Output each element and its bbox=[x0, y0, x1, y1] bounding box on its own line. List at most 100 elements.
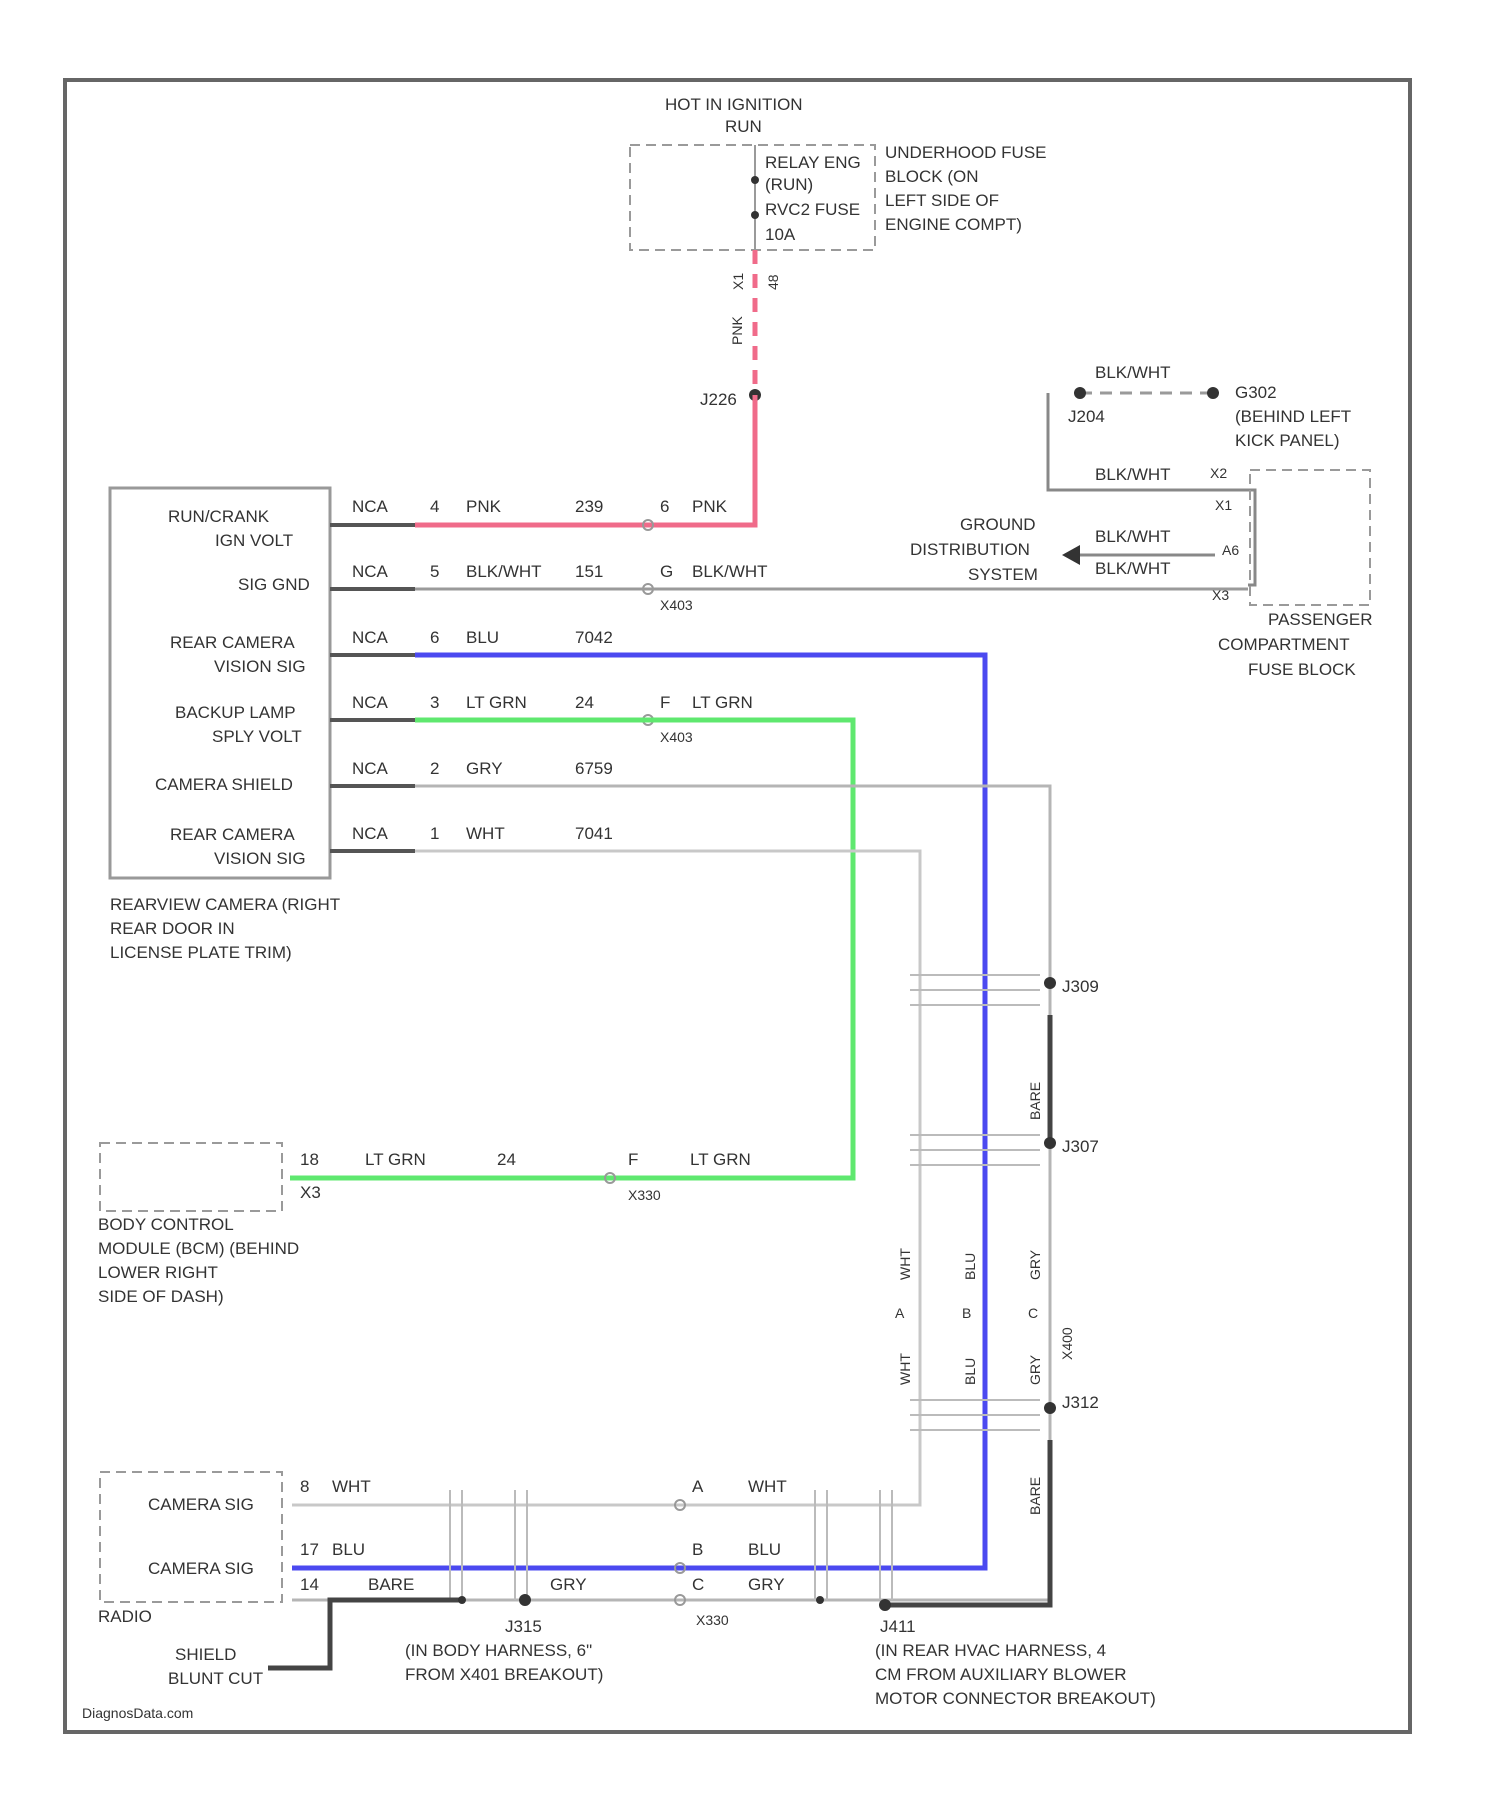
camera-pin-3-label-1: REAR CAMERA bbox=[170, 633, 295, 652]
ground-pin-x2: X2 bbox=[1210, 465, 1227, 481]
svg-text:6: 6 bbox=[660, 497, 669, 516]
wire-gray-shield bbox=[415, 786, 1050, 1015]
splice-j312: J312 bbox=[1062, 1393, 1099, 1412]
svg-text:PNK: PNK bbox=[466, 497, 502, 516]
pfb-2: COMPARTMENT bbox=[1218, 635, 1350, 654]
radio-pin-2-label: CAMERA SIG bbox=[148, 1559, 254, 1578]
camera-name-1: REARVIEW CAMERA (RIGHT bbox=[110, 895, 340, 914]
svg-text:24: 24 bbox=[497, 1150, 516, 1169]
bcm-box bbox=[100, 1143, 282, 1211]
wire-gray-radio bbox=[292, 1015, 1050, 1600]
radio-box bbox=[100, 1472, 282, 1602]
bcm-name-3: LOWER RIGHT bbox=[98, 1263, 218, 1282]
fuse-pin: X1 bbox=[730, 273, 746, 290]
svg-text:8: 8 bbox=[300, 1477, 309, 1496]
blu-upper: BLU bbox=[962, 1253, 978, 1280]
svg-text:A: A bbox=[692, 1477, 704, 1496]
wire-blue bbox=[292, 655, 985, 1568]
camera-pin-1-label-2: IGN VOLT bbox=[215, 531, 293, 550]
svg-text:NCA: NCA bbox=[352, 497, 389, 516]
fuse-location-4: ENGINE COMPT) bbox=[885, 215, 1022, 234]
svg-text:WHT: WHT bbox=[748, 1477, 787, 1496]
splice-j411-2: (IN REAR HVAC HARNESS, 4 bbox=[875, 1641, 1106, 1660]
splice-j309: J309 bbox=[1062, 977, 1099, 996]
wire-green bbox=[290, 720, 853, 1178]
camera-pin-2-label: SIG GND bbox=[238, 575, 310, 594]
fuse-pin-b: 48 bbox=[765, 274, 781, 290]
svg-text:B: B bbox=[692, 1540, 703, 1559]
svg-text:NCA: NCA bbox=[352, 824, 389, 843]
fuse-wire-color: PNK bbox=[729, 316, 745, 345]
conn-vert: X400 bbox=[1059, 1327, 1075, 1360]
svg-text:NCA: NCA bbox=[352, 759, 389, 778]
svg-text:NCA: NCA bbox=[352, 562, 389, 581]
svg-text:WHT: WHT bbox=[466, 824, 505, 843]
svg-text:24: 24 bbox=[575, 693, 594, 712]
gds-2: DISTRIBUTION bbox=[910, 540, 1030, 559]
svg-text:GRY: GRY bbox=[748, 1575, 785, 1594]
pfb-box bbox=[1250, 470, 1370, 605]
svg-text:18: 18 bbox=[300, 1150, 319, 1169]
svg-text:G: G bbox=[660, 562, 673, 581]
svg-text:7042: 7042 bbox=[575, 628, 613, 647]
camera-pin-1-label-1: RUN/CRANK bbox=[168, 507, 270, 526]
svg-text:GRY: GRY bbox=[466, 759, 503, 778]
pin-wht: A bbox=[895, 1305, 905, 1321]
splice-j411-1: J411 bbox=[880, 1617, 916, 1636]
gds-1: GROUND bbox=[960, 515, 1036, 534]
shield-1: SHIELD bbox=[175, 1645, 236, 1664]
svg-text:6759: 6759 bbox=[575, 759, 613, 778]
ground-side-wire: BLK/WHT bbox=[1095, 465, 1171, 484]
ground-pin-a6: A6 bbox=[1222, 542, 1239, 558]
pin-gry: C bbox=[1028, 1305, 1038, 1321]
camera-pin-row-5: NCA 2 GRY 6759 bbox=[330, 759, 613, 786]
svg-text:3: 3 bbox=[430, 693, 439, 712]
splice-j226: J226 bbox=[700, 390, 737, 409]
camera-pin-4-label-1: BACKUP LAMP bbox=[175, 703, 296, 722]
pin-blu: B bbox=[962, 1305, 971, 1321]
svg-text:BLK/WHT: BLK/WHT bbox=[692, 562, 768, 581]
splice-j315-1: J315 bbox=[505, 1617, 542, 1636]
svg-text:BLU: BLU bbox=[332, 1540, 365, 1559]
watermark: DiagnosData.com bbox=[82, 1705, 193, 1721]
svg-text:BARE: BARE bbox=[368, 1575, 414, 1594]
gds-3: SYSTEM bbox=[968, 565, 1038, 584]
gry-upper: GRY bbox=[1027, 1249, 1043, 1280]
camera-pin-6-label-2: VISION SIG bbox=[214, 849, 306, 868]
splice-j312-dot bbox=[1044, 1402, 1056, 1414]
splice-j307: J307 bbox=[1062, 1137, 1099, 1156]
svg-text:14: 14 bbox=[300, 1575, 319, 1594]
camera-pin-4-label-2: SPLY VOLT bbox=[212, 727, 302, 746]
camera-pin-6-label-1: REAR CAMERA bbox=[170, 825, 295, 844]
fuse-location-2: BLOCK (ON bbox=[885, 167, 979, 186]
gry-lower: GRY bbox=[1027, 1354, 1043, 1385]
svg-text:BLU: BLU bbox=[748, 1540, 781, 1559]
svg-text:17: 17 bbox=[300, 1540, 319, 1559]
camera-pin-row-3: NCA 6 BLU 7042 bbox=[330, 628, 613, 655]
pfb-3: FUSE BLOCK bbox=[1248, 660, 1356, 679]
svg-text:NCA: NCA bbox=[352, 628, 389, 647]
camera-pin-row-6: NCA 1 WHT 7041 bbox=[330, 824, 613, 851]
svg-text:LT GRN: LT GRN bbox=[690, 1150, 751, 1169]
svg-text:LT GRN: LT GRN bbox=[365, 1150, 426, 1169]
camera-name-2: REAR DOOR IN bbox=[110, 919, 235, 938]
ground-top-wire: BLK/WHT bbox=[1095, 363, 1171, 382]
camera-pin-5-label: CAMERA SHIELD bbox=[155, 775, 293, 794]
svg-text:1: 1 bbox=[430, 824, 439, 843]
bcm-name-2: MODULE (BCM) (BEHIND bbox=[98, 1239, 299, 1258]
splice-j315-3: FROM X401 BREAKOUT) bbox=[405, 1665, 603, 1684]
svg-text:X403: X403 bbox=[660, 729, 693, 745]
top-supply-line2: RUN bbox=[725, 117, 762, 136]
svg-text:F: F bbox=[628, 1150, 638, 1169]
splice-j315-dot bbox=[519, 1594, 531, 1606]
ground-g302-2: (BEHIND LEFT bbox=[1235, 407, 1351, 426]
bcm-name-1: BODY CONTROL bbox=[98, 1215, 234, 1234]
ground-pin-x1: X1 bbox=[1215, 497, 1232, 513]
svg-text:4: 4 bbox=[430, 497, 439, 516]
ground-g302-1: G302 bbox=[1235, 383, 1277, 402]
splice-j411-dot bbox=[879, 1599, 891, 1611]
gds-wire2: BLK/WHT bbox=[1095, 559, 1171, 578]
radio-pin-1-label: CAMERA SIG bbox=[148, 1495, 254, 1514]
pfb-1: PASSENGER bbox=[1268, 610, 1373, 629]
